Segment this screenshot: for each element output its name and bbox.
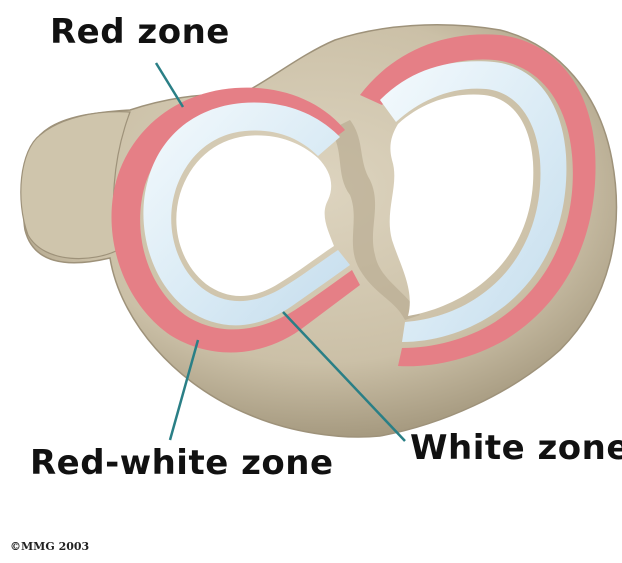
copyright-notice: ©MMG 2003 [10,540,89,553]
white-zone-label: White zone [410,428,622,468]
red-zone-label: Red zone [50,12,230,52]
red-white-zone-label: Red-white zone [30,443,334,483]
